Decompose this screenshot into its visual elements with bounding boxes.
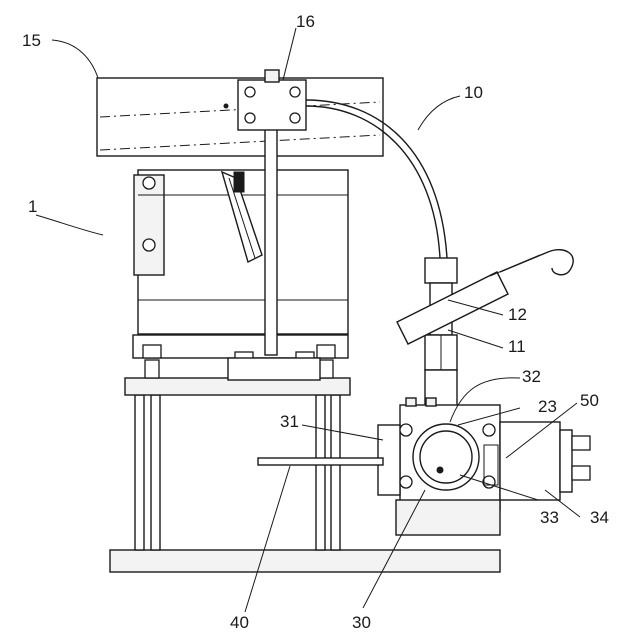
- label-1: 1: [28, 197, 37, 216]
- label-40: 40: [230, 613, 249, 632]
- center-pedestal: [228, 358, 320, 380]
- support-columns: [135, 395, 340, 550]
- label-31: 31: [280, 412, 299, 431]
- label-16: 16: [296, 12, 315, 31]
- label-15: 15: [22, 31, 41, 50]
- label-32: 32: [522, 367, 541, 386]
- label-30: 30: [352, 613, 371, 632]
- label-50: 50: [580, 391, 599, 410]
- label-12: 12: [508, 305, 527, 324]
- vertical-shaft: [265, 100, 277, 355]
- angled-tool: [397, 250, 573, 344]
- base-plate: [110, 550, 500, 572]
- label-34: 34: [590, 508, 609, 527]
- wire-feed: [258, 458, 383, 465]
- label-10: 10: [464, 83, 483, 102]
- label-33: 33: [540, 508, 559, 527]
- label-11: 11: [508, 337, 526, 356]
- probe-unit: [425, 258, 457, 410]
- label-23: 23: [538, 397, 557, 416]
